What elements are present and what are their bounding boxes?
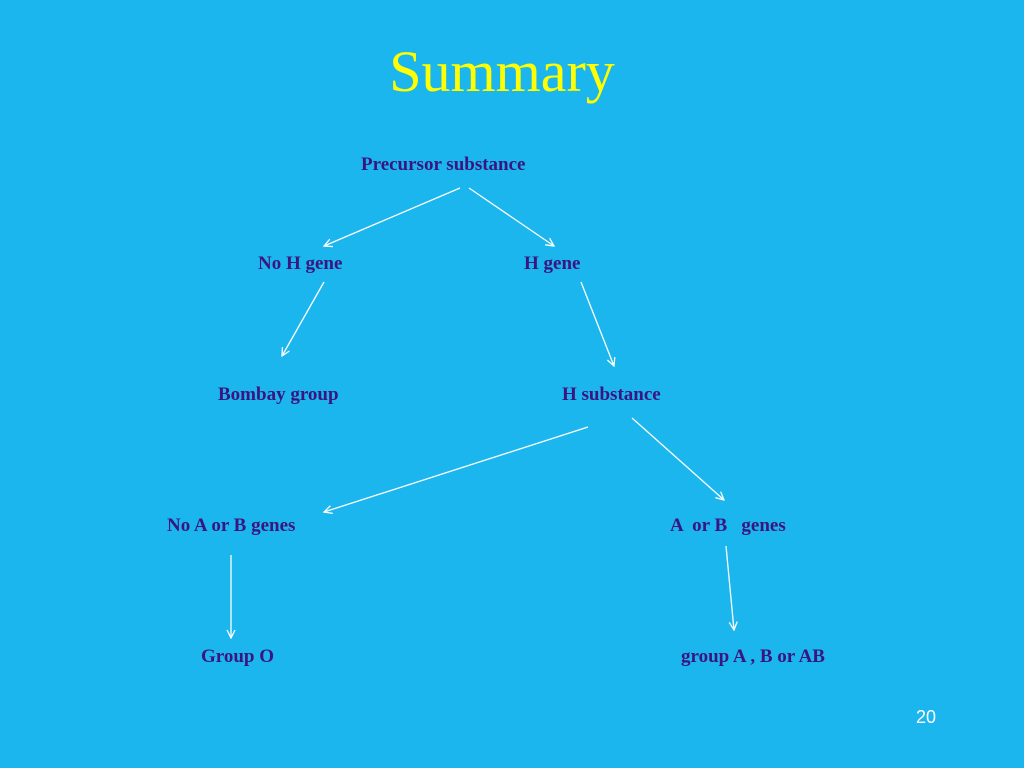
arrow-ab-genes-to-group-ab (725, 545, 734, 630)
arrow-precursor-to-h-gene (468, 187, 554, 246)
node-h-substance: H substance (562, 384, 661, 405)
arrow-h-substance-to-no-ab-genes (324, 426, 589, 512)
arrow-precursor-to-no-h-gene (324, 187, 461, 246)
node-no-a-or-b-genes: No A or B genes (167, 515, 296, 536)
node-precursor-substance: Precursor substance (361, 154, 526, 175)
arrow-h-gene-to-h-substance (580, 281, 614, 366)
node-h-gene: H gene (524, 253, 581, 274)
node-bombay-group: Bombay group (218, 384, 339, 405)
node-a-or-b-genes: A or B genes (670, 515, 786, 536)
arrow-no-h-gene-to-bombay-group (282, 281, 325, 356)
node-no-h-gene: No H gene (258, 253, 343, 274)
arrow-h-substance-to-ab-genes (631, 417, 724, 500)
node-group-o: Group O (201, 646, 275, 667)
slide-title: Summary (389, 39, 615, 104)
node-group-a-b-or-ab: group A , B or AB (681, 646, 825, 667)
page-number: 20 (915, 707, 936, 727)
